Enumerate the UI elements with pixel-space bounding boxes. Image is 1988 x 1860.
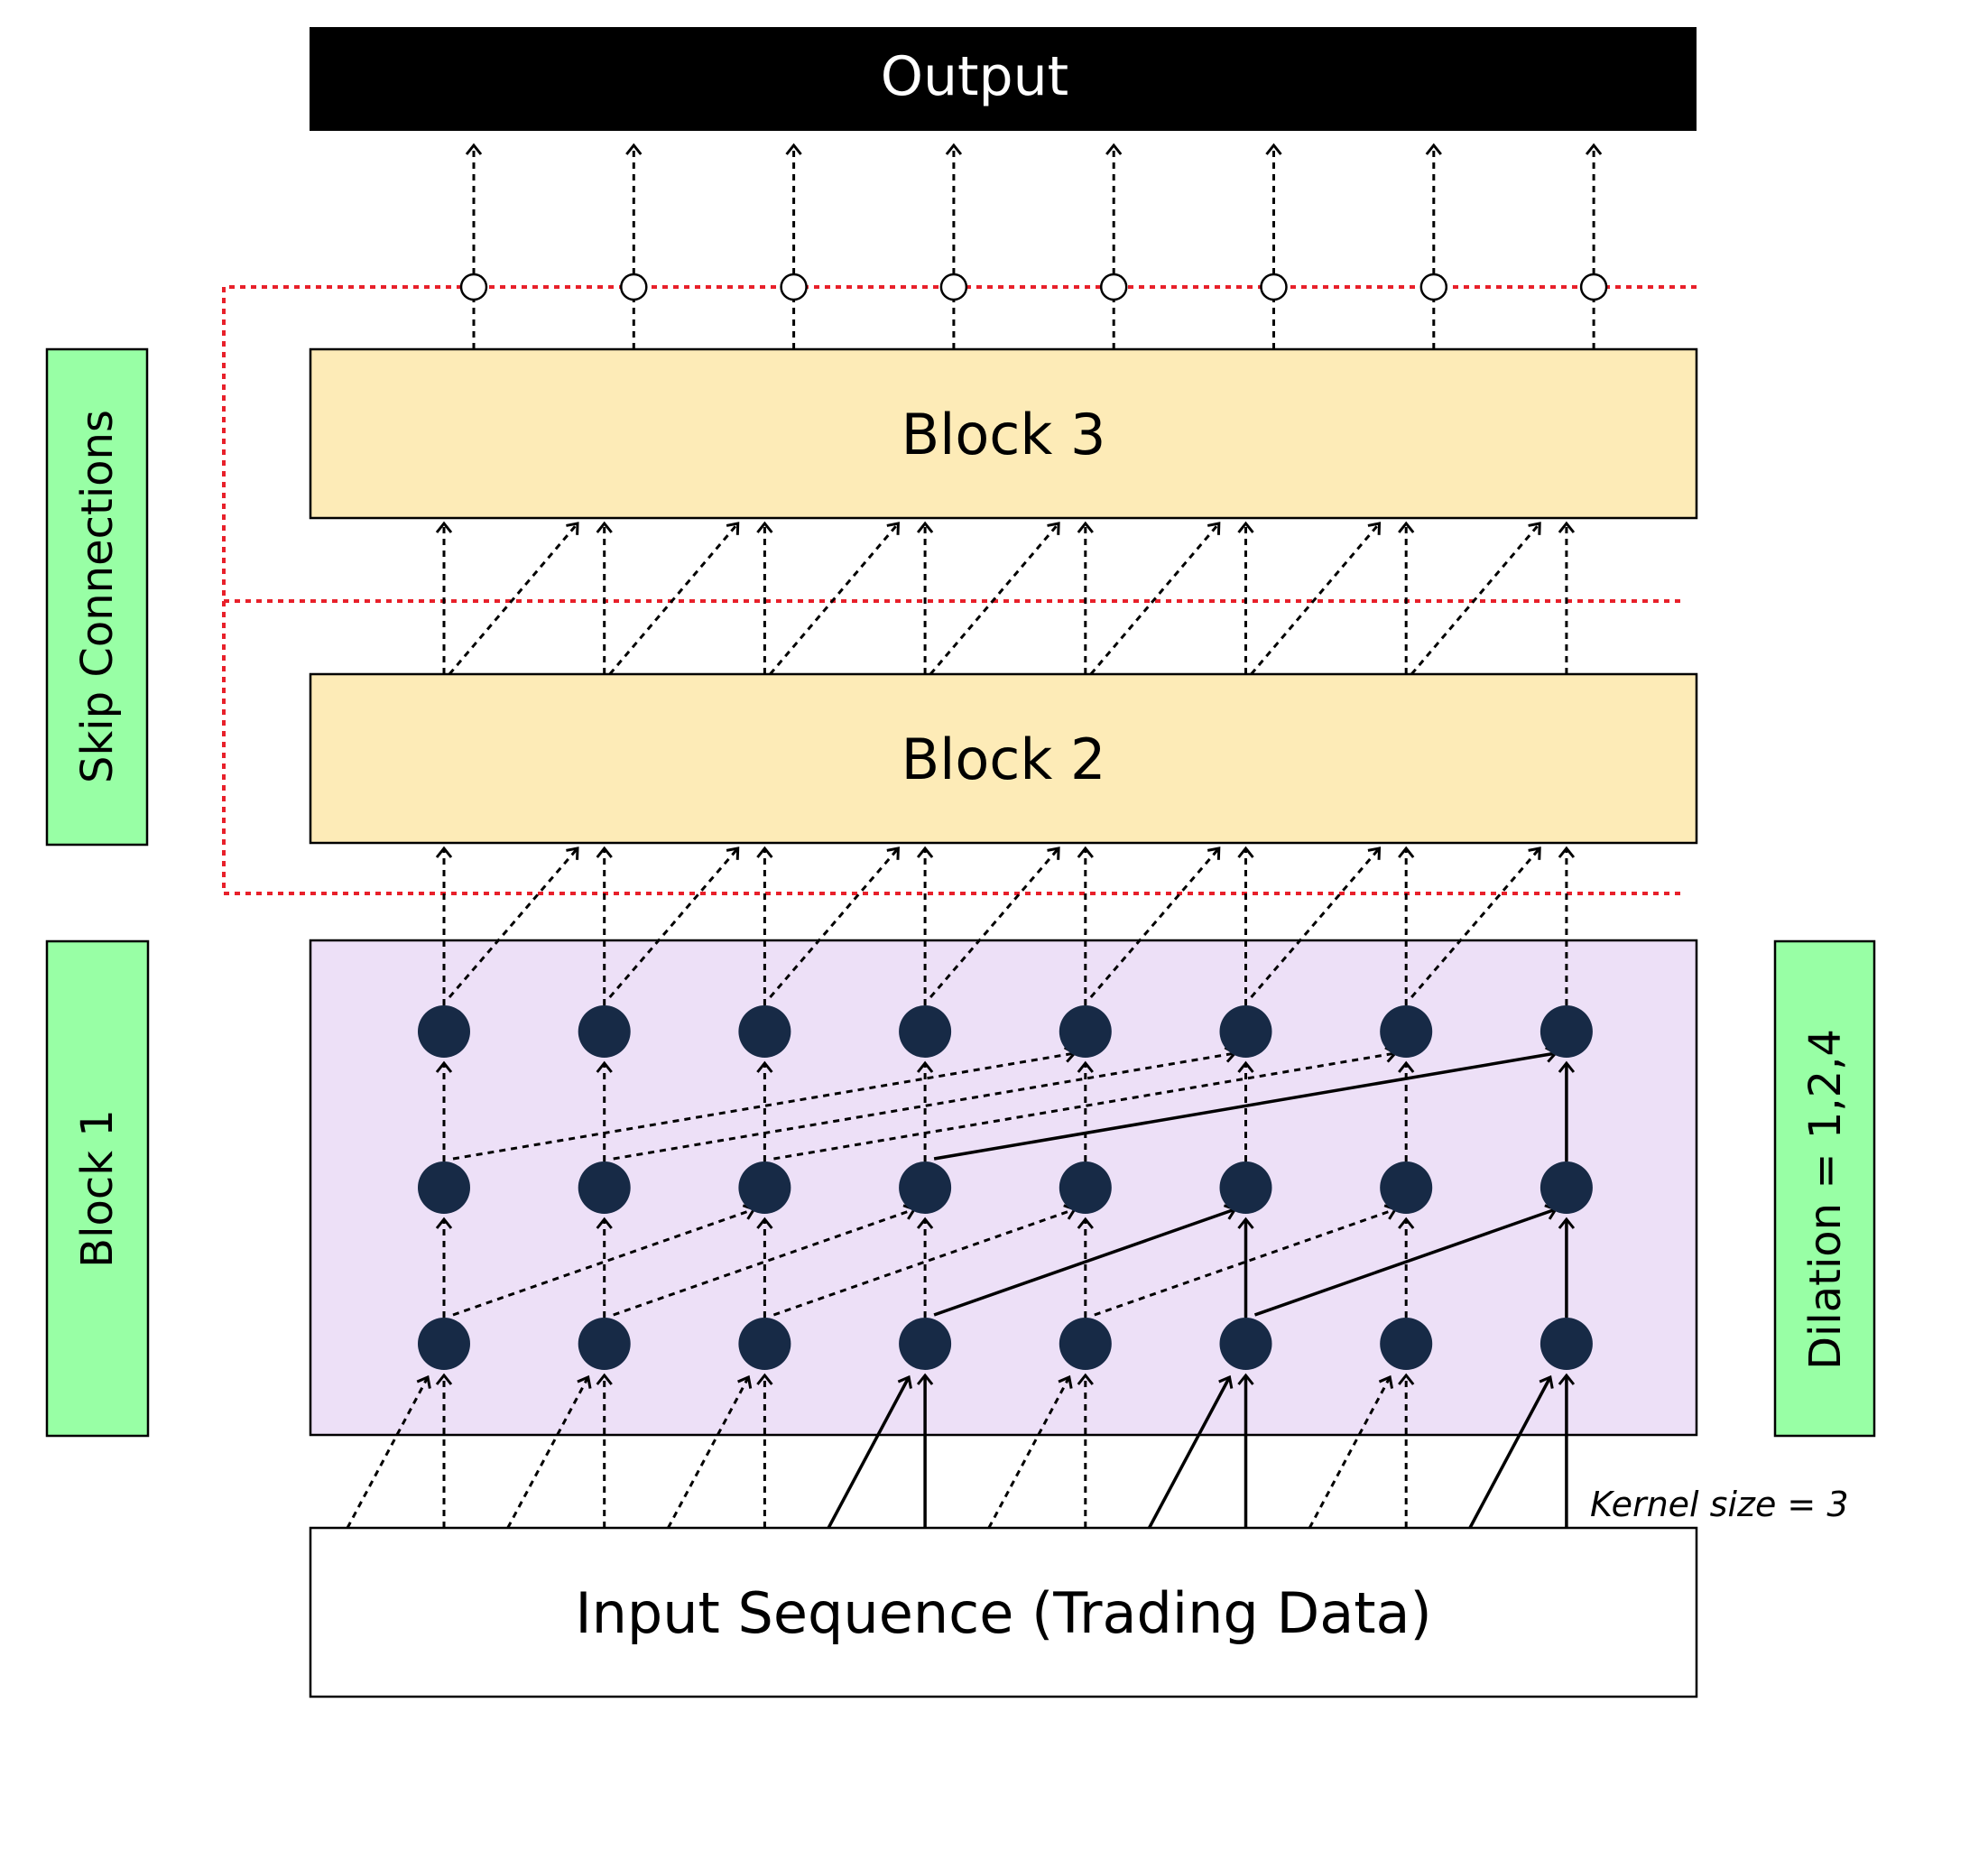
neuron-node: [1540, 1318, 1593, 1370]
input-sequence-label: Input Sequence (Trading Data): [575, 1580, 1431, 1646]
block1-to-block2-edge: [448, 847, 579, 998]
neuron-node: [738, 1005, 791, 1058]
skip-sum-node: [780, 273, 808, 301]
neuron-node: [1059, 1161, 1112, 1214]
block2-to-block3-edge: [1089, 522, 1221, 675]
neuron-node: [1219, 1005, 1272, 1058]
neuron-node: [418, 1005, 470, 1058]
kernel-size-label: Kernel size = 3: [1590, 1485, 1849, 1524]
skip-connections-panel: Skip Connections: [45, 347, 149, 847]
neuron-node: [418, 1318, 470, 1370]
block-2-label: Block 2: [902, 726, 1106, 792]
input-sequence-box: Input Sequence (Trading Data): [309, 1526, 1698, 1698]
skip-sum-node: [620, 273, 648, 301]
skip-connections-label: Skip Connections: [72, 410, 123, 783]
block1-to-block2-edge: [1250, 847, 1382, 998]
block-3-label: Block 3: [902, 402, 1106, 467]
dilation-2-edge: [1094, 1204, 1398, 1317]
neuron-node: [1219, 1161, 1272, 1214]
dilation-2-edge: [772, 1204, 1077, 1317]
block-1-label: Block 1: [72, 1109, 123, 1268]
block1-to-block2-edge: [608, 847, 740, 998]
block2-to-block3-edge: [448, 522, 579, 675]
input-to-layer1-edge: [506, 1374, 592, 1529]
block-1-panel: Block 1: [45, 939, 150, 1438]
neuron-node: [1380, 1005, 1433, 1058]
edge-layer: [222, 143, 1697, 1529]
block-2-box: Block 2: [309, 672, 1698, 845]
neuron-node: [1540, 1161, 1593, 1214]
neuron-node: [738, 1161, 791, 1214]
input-to-layer1-edge: [1308, 1374, 1394, 1529]
block1-to-block2-edge: [1410, 847, 1541, 998]
dilation-2-edge: [1253, 1204, 1558, 1317]
neuron-node: [578, 1318, 631, 1370]
block-1-region: [309, 939, 1698, 1437]
block1-to-block2-edge: [769, 847, 900, 998]
input-to-layer1-edge: [1147, 1374, 1234, 1529]
neuron-node: [418, 1161, 470, 1214]
block2-to-block3-edge: [929, 522, 1060, 675]
skip-sum-node: [459, 273, 488, 301]
block2-to-block3-edge: [1250, 522, 1382, 675]
skip-sum-node: [939, 273, 968, 301]
output-label: Output: [881, 45, 1068, 108]
dilation-2-edge: [933, 1204, 1237, 1317]
dilation-label: Dilation = 1,2,4: [1800, 1029, 1851, 1370]
input-to-layer1-edge: [1468, 1374, 1554, 1529]
skip-sum-node: [1579, 273, 1608, 301]
neuron-node: [578, 1005, 631, 1058]
neuron-node: [1219, 1318, 1272, 1370]
dilation-panel: Dilation = 1,2,4: [1773, 939, 1876, 1438]
output-box: Output: [310, 27, 1697, 131]
input-to-layer1-edge: [827, 1374, 912, 1529]
block1-to-block2-edge: [929, 847, 1060, 998]
neuron-node: [899, 1318, 952, 1370]
input-to-layer1-edge: [987, 1374, 1073, 1529]
neuron-node: [1059, 1318, 1112, 1370]
dilation-4-edge: [933, 1046, 1558, 1161]
block2-to-block3-edge: [608, 522, 740, 675]
block2-to-block3-edge: [1410, 522, 1541, 675]
block-3-box: Block 3: [309, 347, 1698, 520]
skip-sum-node: [1099, 273, 1128, 301]
input-to-layer1-edge: [346, 1374, 431, 1529]
node-layer: [418, 273, 1608, 1370]
dilation-2-edge: [452, 1204, 756, 1317]
neuron-node: [1380, 1161, 1433, 1214]
neuron-node: [899, 1005, 952, 1058]
block2-to-block3-edge: [769, 522, 900, 675]
neuron-node: [738, 1318, 791, 1370]
dilation-2-edge: [613, 1204, 917, 1317]
neuron-node: [1059, 1005, 1112, 1058]
input-to-layer1-edge: [667, 1374, 753, 1529]
block1-to-block2-edge: [1089, 847, 1221, 998]
neuron-node: [899, 1161, 952, 1214]
neuron-node: [1380, 1318, 1433, 1370]
skip-sum-node: [1419, 273, 1448, 301]
neuron-node: [1540, 1005, 1593, 1058]
neuron-node: [578, 1161, 631, 1214]
skip-sum-node: [1260, 273, 1288, 301]
